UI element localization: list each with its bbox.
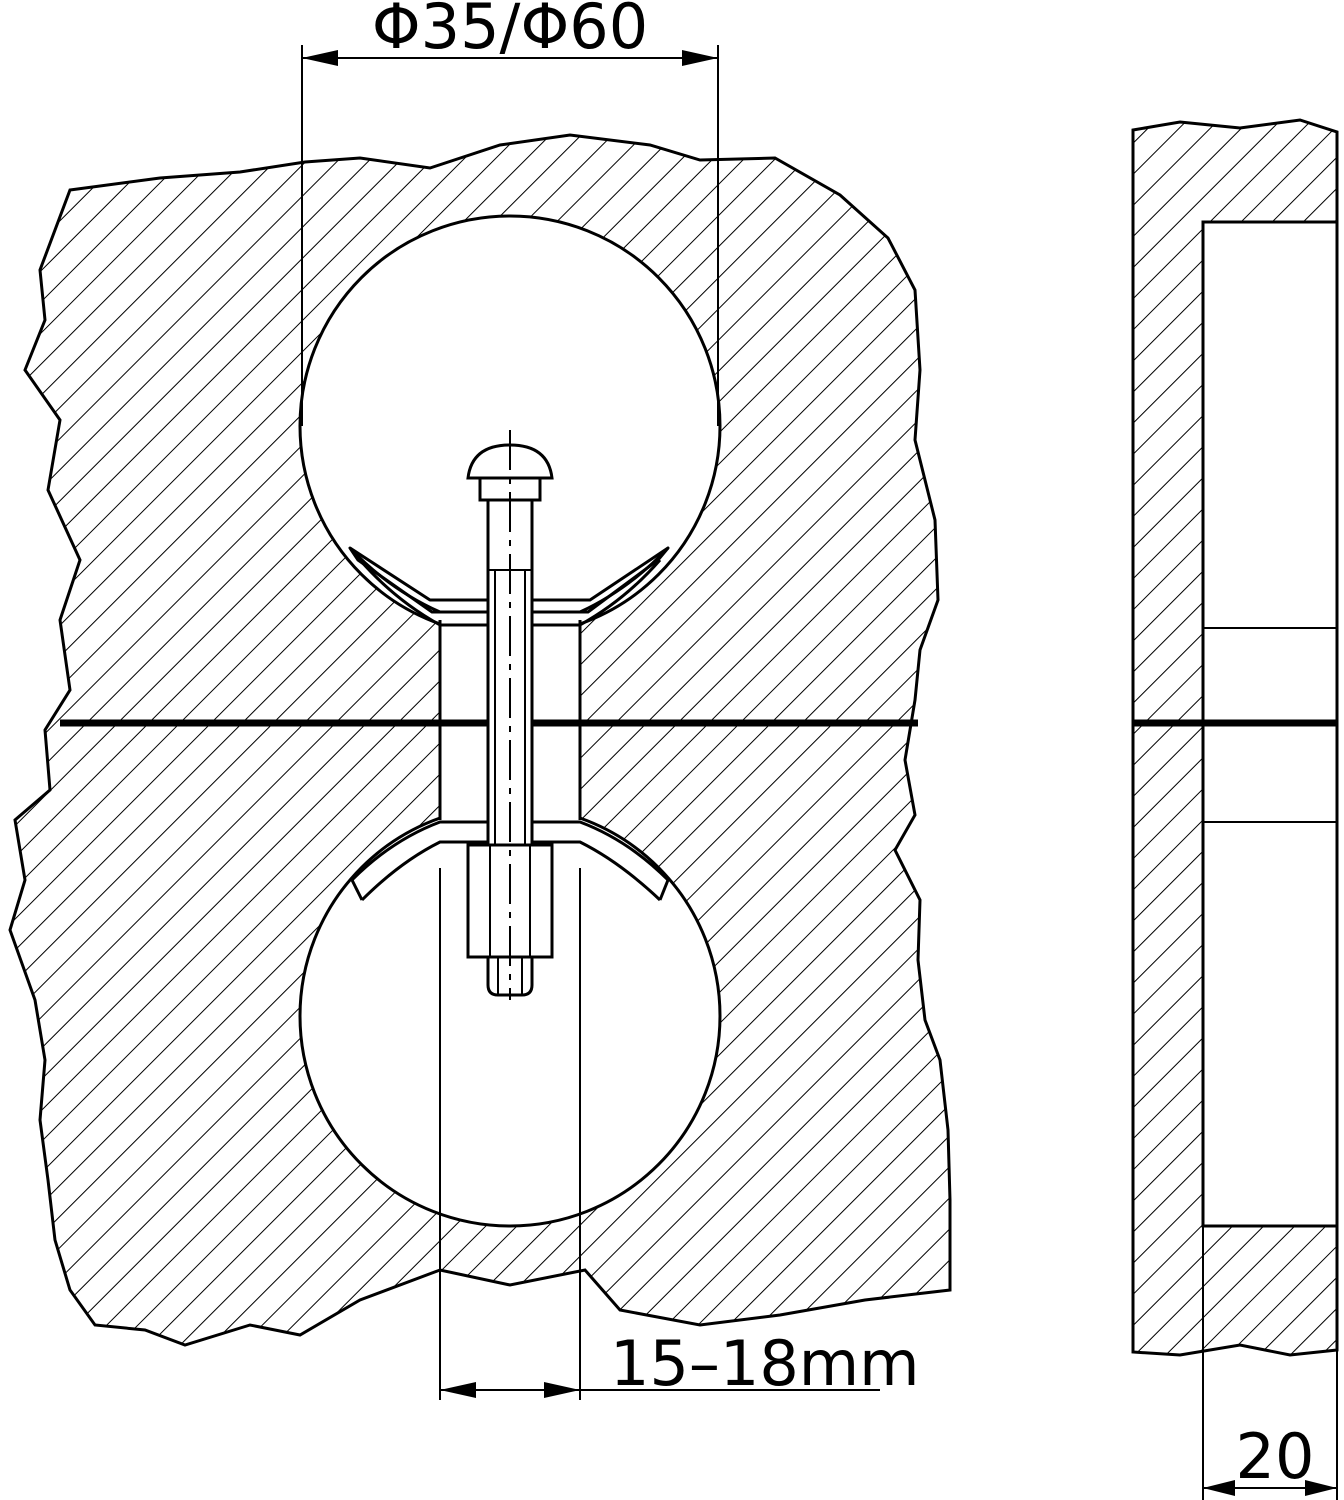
dimension-diameter: Φ35/Φ60 [301, 0, 719, 426]
front-view [8, 133, 952, 1347]
dimension-depth-label: 20 [1236, 1420, 1315, 1493]
dimension-depth: 20 [1202, 1226, 1338, 1500]
dimension-diameter-label: Φ35/Φ60 [372, 0, 648, 63]
side-view [1131, 118, 1339, 1357]
dimension-gap-label: 15–18mm [610, 1327, 920, 1400]
dimension-gap: 15–18mm [439, 868, 920, 1400]
